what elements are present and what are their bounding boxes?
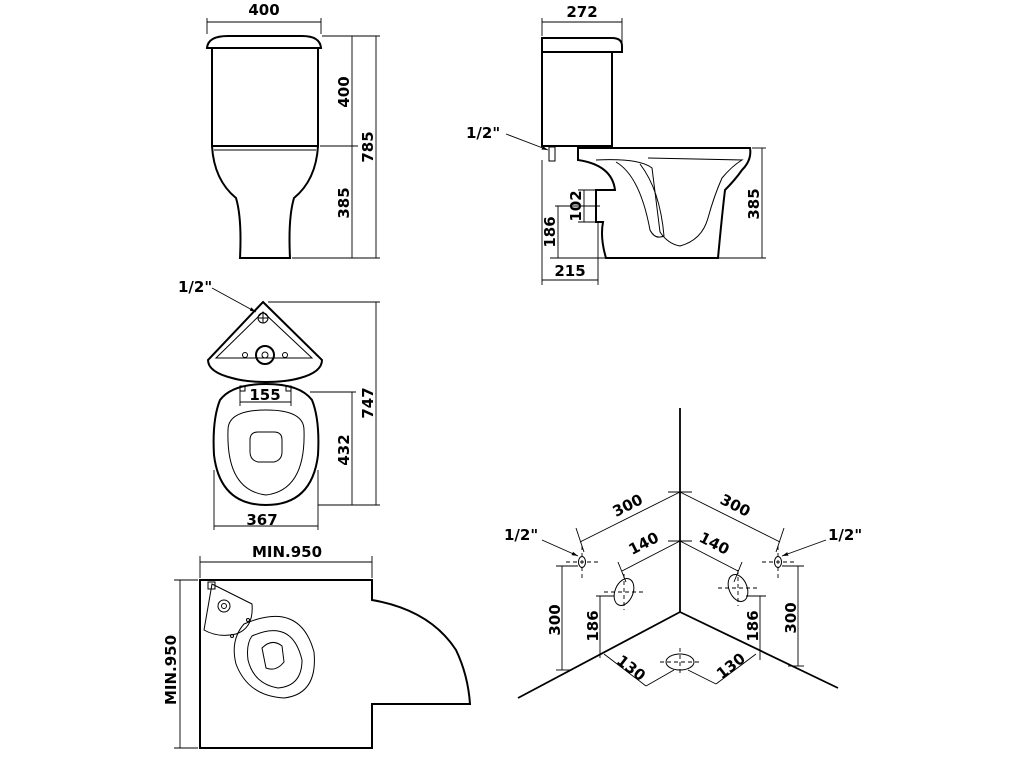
inlet-hole-right <box>762 546 794 580</box>
dimension-label: 272 <box>566 3 597 21</box>
dimension-label: 300 <box>610 490 646 520</box>
floor-plan-toilet <box>203 581 315 699</box>
dimension-top-depth: 432 747 <box>268 301 380 506</box>
dimension-outlet-left: 130 <box>603 651 675 687</box>
dimension-label: MIN.950 <box>162 635 180 705</box>
side-view: 272 1/2" 102 186 215 385 <box>466 3 766 285</box>
dimension-label: 400 <box>248 1 279 19</box>
dimension-label: 432 <box>335 434 353 465</box>
dimension-label: 215 <box>554 262 585 280</box>
dimension-label: 130 <box>613 651 649 684</box>
dimension-label: 140 <box>696 528 732 558</box>
fixing-hole-right <box>718 570 758 606</box>
corner-installation: 300 300 140 140 1/2" <box>504 408 862 699</box>
inlet-label-right: 1/2" <box>828 526 862 544</box>
dimension-label: 300 <box>782 602 800 633</box>
dimension-label: 400 <box>335 76 353 107</box>
inlet-callout-side: 1/2" <box>466 124 549 151</box>
outlet-hole <box>660 648 700 676</box>
front-view: 400 400 385 785 <box>205 1 380 259</box>
dimension-floor-width: MIN.950 <box>199 543 373 578</box>
dimension-label: 186 <box>541 216 559 247</box>
dimension-side-depth: 272 <box>541 3 623 44</box>
dimension-fixing-height-left: 186 <box>584 595 614 658</box>
dimension-floor-depth: MIN.950 <box>162 579 198 749</box>
dimension-label: 300 <box>717 490 753 520</box>
dimension-label: 140 <box>626 528 662 558</box>
inlet-label-left: 1/2" <box>504 526 538 544</box>
dimension-label: 102 <box>567 190 585 221</box>
dimension-label: 186 <box>584 610 602 641</box>
inlet-label: 1/2" <box>178 278 212 296</box>
top-view: 1/2" 155 432 747 367 <box>178 278 380 530</box>
inlet-callout-top: 1/2" <box>178 278 257 313</box>
top-view-outline <box>206 300 324 507</box>
corner-walls <box>517 408 839 699</box>
side-view-outline <box>541 37 752 259</box>
front-view-outline <box>205 35 323 259</box>
inlet-label: 1/2" <box>466 124 500 142</box>
dimension-label: 385 <box>745 188 763 219</box>
dimension-outlet-right: 130 <box>687 649 757 685</box>
dimension-height-right: 300 <box>782 565 804 667</box>
fixing-hole-left <box>604 574 644 610</box>
dimension-fixing-right: 140 <box>679 528 743 583</box>
dimension-top-width: 367 <box>213 470 319 530</box>
dimension-label: 785 <box>359 131 377 162</box>
dimension-fixing-height-right: 186 <box>744 595 766 660</box>
dimension-front-heights: 400 385 785 <box>292 35 380 259</box>
dimension-label: 367 <box>246 511 277 529</box>
dimension-label: 385 <box>335 187 353 218</box>
dimension-label: 186 <box>744 610 762 641</box>
dimension-label: MIN.950 <box>252 543 322 561</box>
dimension-label: 747 <box>359 387 377 418</box>
dimension-side-height: 385 <box>728 147 766 259</box>
dimension-label: 155 <box>249 386 280 404</box>
dimension-label: 130 <box>713 649 749 682</box>
dimension-top-fixing: 155 <box>239 386 292 406</box>
dimension-fixing-left: 140 <box>617 528 681 583</box>
floor-plan: MIN.950 MIN.950 <box>162 543 472 749</box>
dimension-side-outlet: 102 186 215 <box>541 160 606 285</box>
dimension-height-left: 300 <box>546 565 578 671</box>
dimension-label: 300 <box>546 604 564 635</box>
floor-area-outline <box>199 579 472 749</box>
dimension-front-width: 400 <box>206 1 322 34</box>
inlet-hole-left <box>566 546 598 580</box>
